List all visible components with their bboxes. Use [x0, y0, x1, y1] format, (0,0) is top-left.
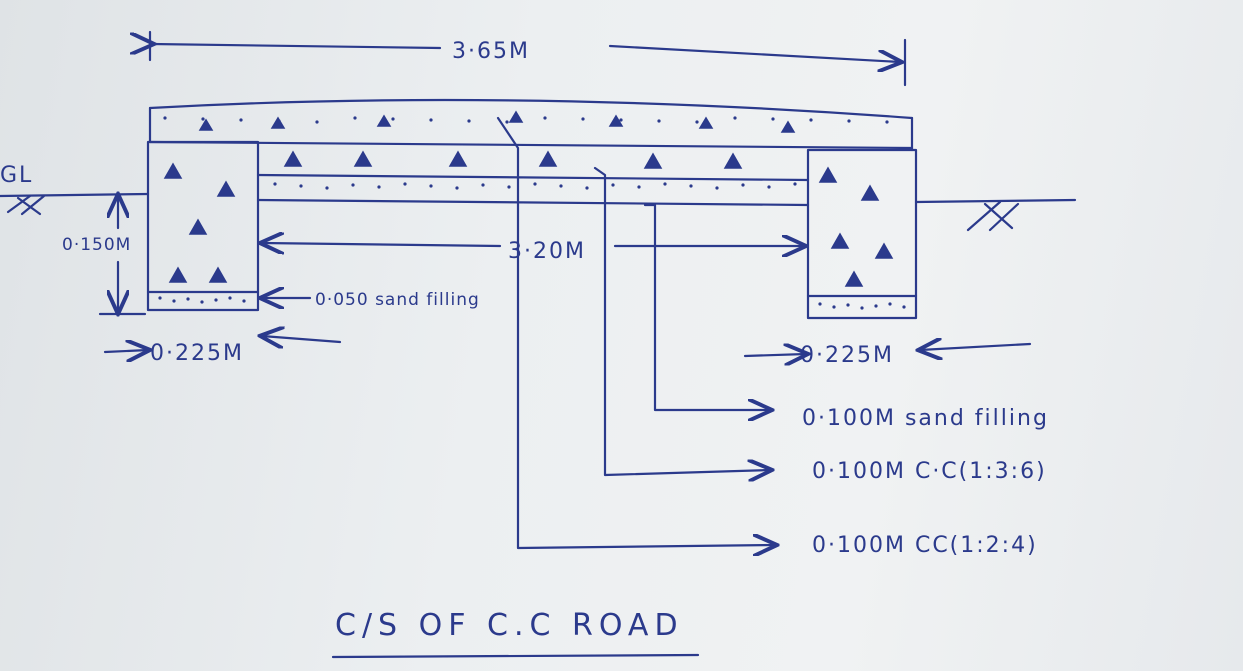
sand-dot: [158, 296, 162, 300]
sand-dot: [585, 186, 589, 190]
sand-dot: [733, 116, 737, 120]
layer-leaders: [496, 116, 775, 548]
sand-dot: [847, 119, 851, 123]
inner-width-label: 3·20M: [508, 239, 586, 264]
left-footing-width-arrow-right: [262, 336, 342, 342]
sand-dot: [885, 120, 889, 124]
sand-dot: [163, 116, 167, 120]
sand-dot: [467, 119, 471, 123]
sand-dot: [325, 186, 329, 190]
sand-dot: [353, 116, 357, 120]
sand-dot: [663, 182, 667, 186]
sand-dot: [200, 300, 204, 304]
sand-dot: [657, 119, 661, 123]
sand-dot: [874, 304, 878, 308]
right-footing: [806, 148, 918, 320]
sand-dot: [695, 120, 699, 124]
sand-dot: [715, 186, 719, 190]
sand-dot: [315, 120, 319, 124]
sand-dot: [543, 116, 547, 120]
drawing-title: C/S OF C.C ROAD: [335, 608, 684, 643]
sand-dots: [158, 116, 906, 310]
right-footing-width-arrow-right: [920, 344, 1032, 350]
sand-dot: [186, 297, 190, 301]
sand-dot: [201, 117, 205, 121]
sand-dot: [611, 183, 615, 187]
right-footing-width-arrow-left: [743, 354, 806, 356]
layer-label-cc-136: 0·100M C·C(1:3:6): [812, 459, 1047, 484]
sand-dot: [832, 305, 836, 309]
sand-dot: [429, 118, 433, 122]
sand-dot: [818, 302, 822, 306]
top-concrete-slab: [148, 98, 914, 152]
footing-depth-label: 0·150M: [62, 235, 131, 255]
sand-dot: [559, 184, 563, 188]
inner-width-arrow-left: [262, 243, 502, 246]
sand-dot: [846, 303, 850, 307]
sand-dot: [391, 117, 395, 121]
ground-level-label: GL: [0, 163, 33, 188]
sand-dot: [767, 185, 771, 189]
sand-dot: [403, 182, 407, 186]
sand-dot: [242, 299, 246, 303]
sand-dot: [455, 186, 459, 190]
sand-dot: [860, 306, 864, 310]
sand-dot: [689, 184, 693, 188]
title-underline: [331, 653, 700, 659]
aggregate-triangles: [163, 110, 894, 287]
sand-dot: [214, 298, 218, 302]
left-footing-width-arrow-left: [103, 350, 148, 352]
sand-dot: [741, 183, 745, 187]
sand-dot: [888, 302, 892, 306]
sand-dot: [172, 299, 176, 303]
sand-dot: [481, 183, 485, 187]
sand-dot: [809, 118, 813, 122]
layer-label-sand-filling: 0·100M sand filling: [802, 406, 1049, 431]
overall-dimension-line: [150, 30, 907, 87]
footing-sand-label: 0·050 sand filling: [315, 290, 480, 310]
sand-dot: [299, 184, 303, 188]
overall-width-label: 3·65M: [452, 39, 530, 64]
sand-dot: [273, 182, 277, 186]
sand-dot: [637, 185, 641, 189]
ground-level-lines: [0, 192, 1077, 232]
sand-dot: [505, 120, 509, 124]
sand-dot: [902, 305, 906, 309]
sand-dot: [581, 117, 585, 121]
sand-dot: [239, 118, 243, 122]
layer-label-cc-124: 0·100M CC(1:2:4): [812, 533, 1038, 558]
sand-dot: [277, 119, 281, 123]
sand-dot: [793, 182, 797, 186]
sand-dot: [619, 118, 623, 122]
sand-dot: [771, 117, 775, 121]
sand-dot: [533, 182, 537, 186]
sand-dot: [228, 296, 232, 300]
middle-layers: [256, 173, 810, 207]
sand-dot: [351, 183, 355, 187]
left-footing-width-label: 0·225M: [150, 341, 244, 366]
right-footing-width-label: 0·225M: [800, 343, 894, 368]
sand-dot: [507, 185, 511, 189]
footing-depth-dimension: [98, 196, 147, 314]
left-footing: [146, 140, 260, 312]
sand-dot: [377, 185, 381, 189]
sand-dot: [429, 184, 433, 188]
